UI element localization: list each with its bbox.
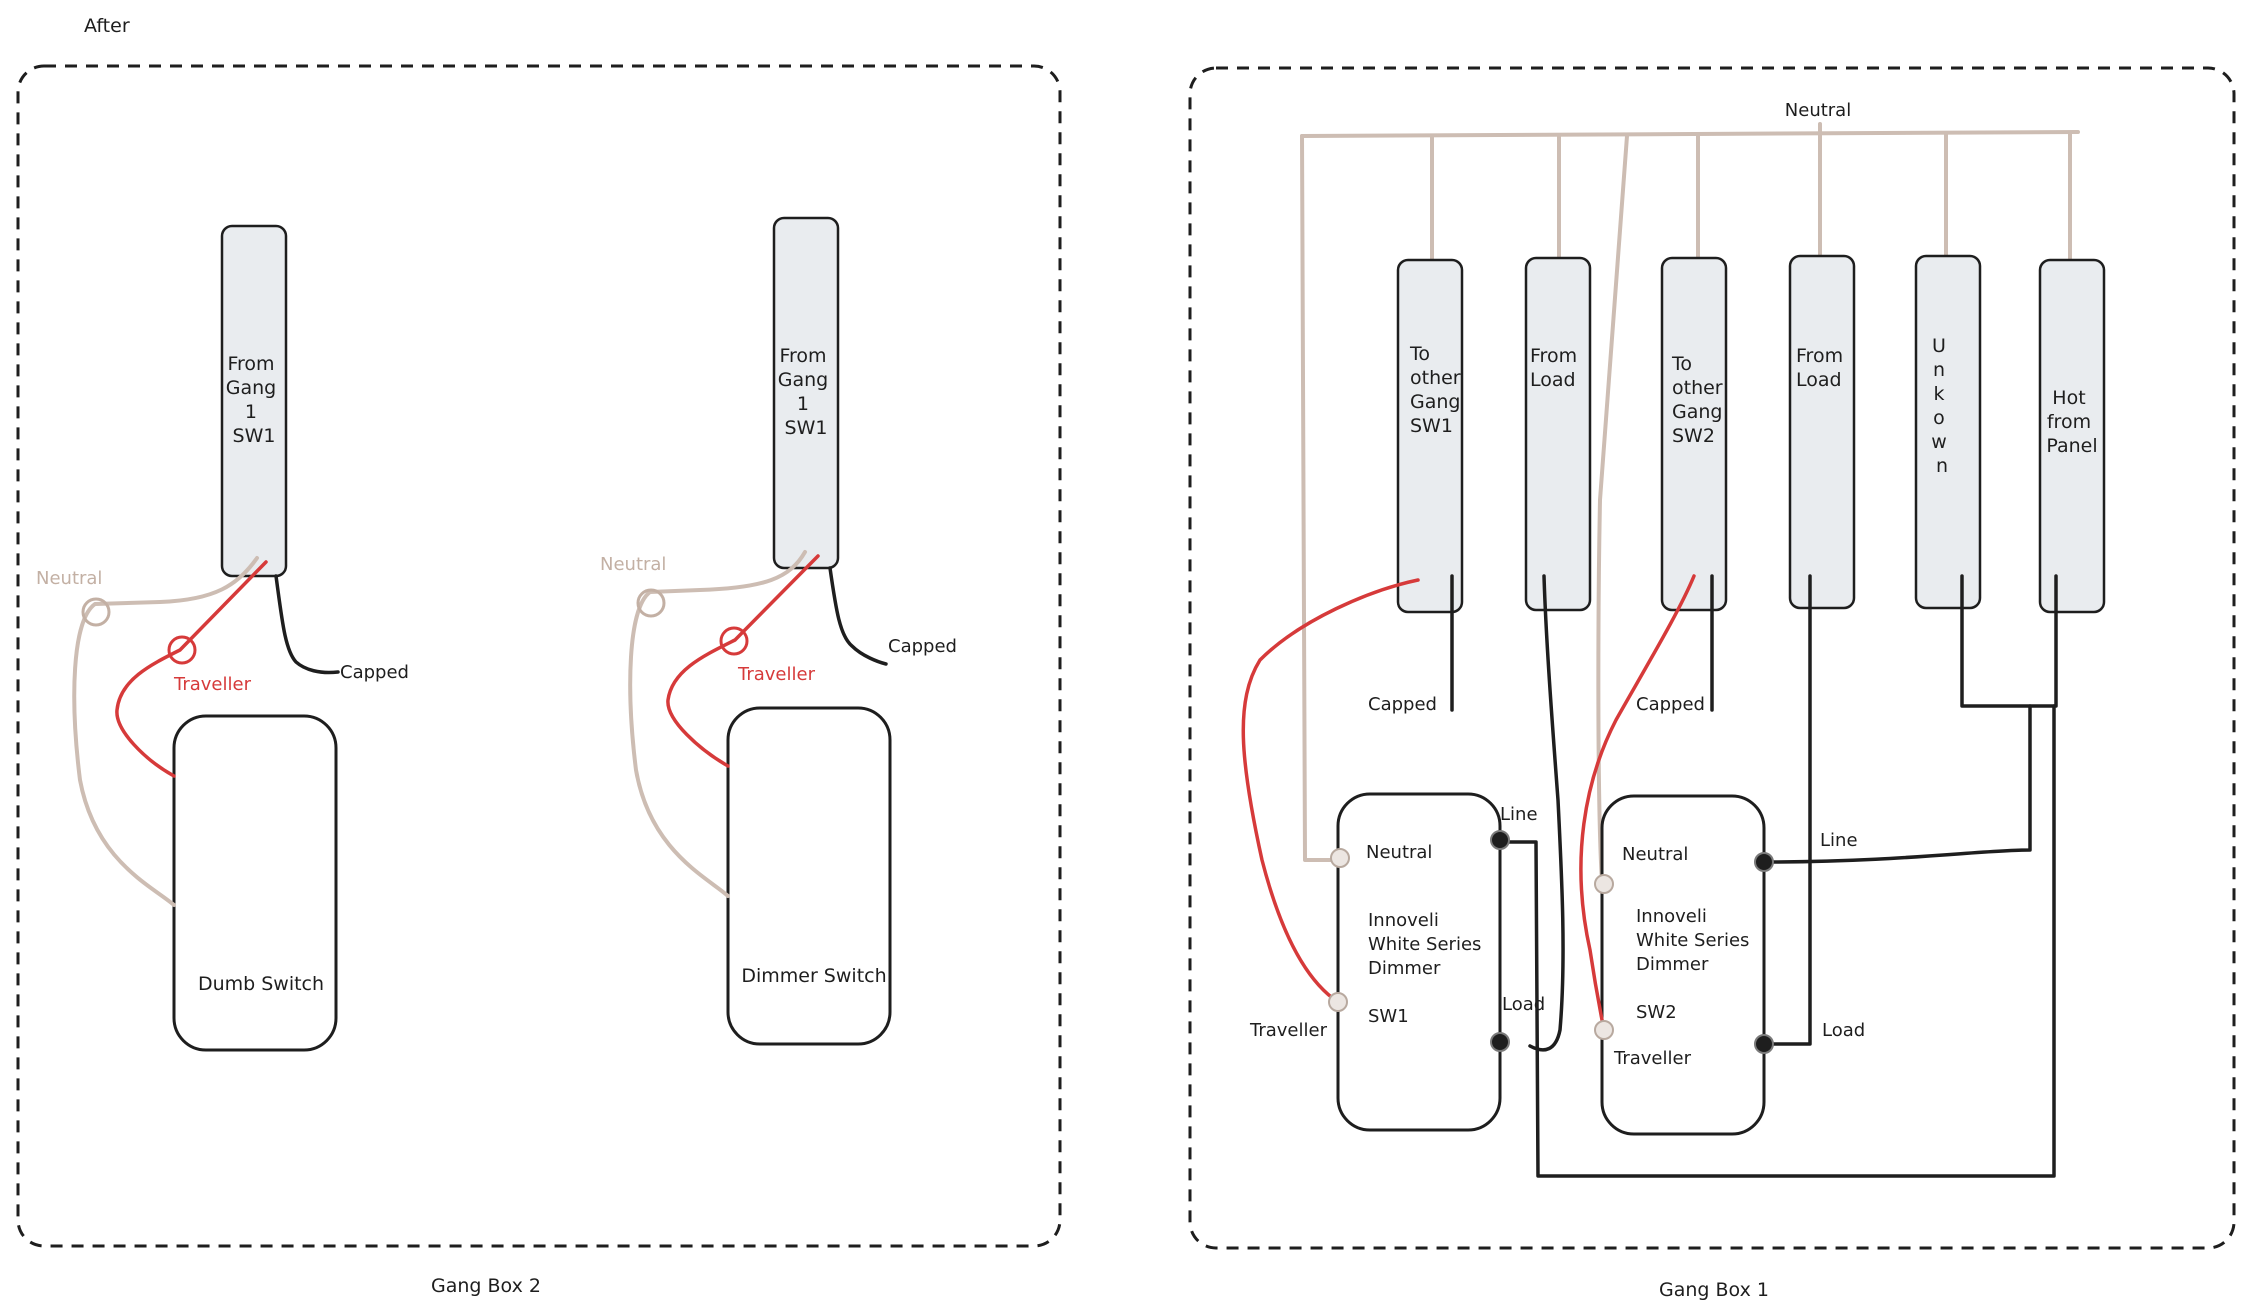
gb1-sw1-line-label: Line (1500, 804, 1538, 825)
gb1-sw2-title: Innoveli White Series Dimmer (1636, 906, 1755, 975)
gb2-right-capped-label: Capped (888, 636, 957, 657)
gb1-connector-label-1: To other Gang SW1 (1409, 343, 1467, 437)
gb2-left-neutral-splice (81, 597, 111, 627)
gb2-right-traveller-label: Traveller (737, 664, 816, 685)
gb1-sw2-line-wire (1762, 704, 2032, 864)
gb2-left-traveller-wire (115, 560, 268, 778)
gang-box-2: Gang Box 2 From Gang 1 SW1 Dumb Switch N… (16, 64, 1062, 1297)
gb1-connector-label-3: To other Gang SW2 (1671, 353, 1729, 447)
gb1-connector-label-5: U n k o w n (1931, 335, 1953, 477)
gb2-left-assembly: From Gang 1 SW1 Dumb Switch Neutral Trav… (36, 224, 409, 1052)
gb1-sw2-traveller-label: Traveller (1613, 1048, 1692, 1069)
gb1-neutral-to-sw1 (1300, 134, 1342, 862)
gb2-right-capped-wire (828, 566, 888, 666)
gb2-right-traveller-splice (719, 626, 749, 656)
gb1-sw2-body (1600, 794, 1766, 1136)
gb1-sw2-traveller-terminal (1594, 1020, 1614, 1040)
gb2-right-switch-label: Dimmer Switch (741, 965, 886, 987)
gb2-left-capped-label: Capped (340, 662, 409, 683)
gb2-right-traveller-wire (666, 554, 820, 768)
gang-box-1-caption: Gang Box 1 (1659, 1279, 1769, 1301)
gb2-left-neutral-label: Neutral (36, 568, 102, 589)
gb2-left-connector-label: From Gang 1 SW1 (226, 353, 283, 447)
gb1-connector-to-other-gang-sw1 (1396, 258, 1464, 614)
gb1-connector-from-load-2 (1788, 254, 1856, 610)
gb2-right-neutral-splice (636, 588, 666, 618)
gb2-left-traveller-splice (167, 635, 197, 665)
gb1-connector-label-6: Hot from Panel (2046, 387, 2097, 457)
gb1-capped-label-1: Capped (1368, 694, 1437, 715)
gb1-connector-hot-from-panel (2038, 258, 2106, 614)
gb1-sw1-title: Innoveli White Series Dimmer (1368, 910, 1487, 979)
gb2-left-traveller-label: Traveller (173, 674, 252, 695)
gang-box-1-outline (1188, 66, 2236, 1250)
gb1-neutral-to-sw2 (1596, 134, 1629, 884)
gb1-capped-label-2: Capped (1636, 694, 1705, 715)
gb1-connector-from-load-1 (1524, 256, 1592, 612)
gb1-sw2: Neutral Innoveli White Series Dimmer SW2… (1600, 794, 1865, 1136)
gb1-connector-label-2: From Load (1530, 345, 1583, 391)
gang-box-2-outline (16, 64, 1062, 1248)
gb1-sw2-neutral-terminal (1594, 874, 1614, 894)
gb1-sw1-line-wire (1498, 704, 2056, 1178)
gang-box-2-caption: Gang Box 2 (431, 1275, 541, 1297)
gb1-sw1-body (1336, 792, 1502, 1132)
gb1-hot-splice-wire (1960, 574, 2058, 708)
gb1-connectors: To other Gang SW1 From Load To other Gan… (1396, 254, 2106, 614)
gb1-sw1-load-terminal (1490, 1032, 1510, 1052)
gb1-sw1-traveller-label: Traveller (1249, 1020, 1328, 1041)
gb2-left-capped-wire (274, 574, 340, 675)
gb1-connector-label-4: From Load (1796, 345, 1849, 391)
gb1-sw1-traveller-terminal (1328, 992, 1348, 1012)
gang-box-1: Gang Box 1 Neutral To other Gang SW1 (1188, 66, 2236, 1301)
gb1-neutral-bus-label: Neutral (1785, 100, 1851, 121)
gb1-connector-to-other-gang-sw2 (1660, 256, 1728, 612)
gb1-sw1-neutral-label: Neutral (1366, 842, 1432, 863)
gb1-terminals (1328, 830, 1774, 1054)
gb2-right-switch (726, 706, 892, 1046)
gb1-sw1-load-label: Load (1502, 994, 1545, 1015)
gb1-neutral-bus-wire (1300, 130, 2080, 138)
gb1-sw2-line-terminal (1754, 852, 1774, 872)
gb1-sw2-id: SW2 (1636, 1002, 1677, 1023)
gb1-sw2-load-wire (1762, 574, 1812, 1046)
gb1-sw2-traveller-wire (1579, 574, 1696, 1032)
gb1-sw1: Neutral Innoveli White Series Dimmer SW1… (1249, 792, 1545, 1132)
gb1-sw2-load-terminal (1754, 1034, 1774, 1054)
gb1-sw2-load-label: Load (1822, 1020, 1865, 1041)
gb1-sw2-line-label: Line (1820, 830, 1858, 851)
gb1-sw1-traveller-wire (1241, 578, 1420, 1004)
gb2-right-neutral-label: Neutral (600, 554, 666, 575)
gb1-sw1-id: SW1 (1368, 1006, 1409, 1027)
gb1-sw2-neutral-label: Neutral (1622, 844, 1688, 865)
gb1-sw1-neutral-terminal (1330, 848, 1350, 868)
gb2-left-switch (172, 714, 338, 1052)
gb2-right-assembly: From Gang 1 SW1 Dimmer Switch Neutral Tr… (600, 216, 957, 1046)
gb1-connector-unknown (1914, 254, 1982, 610)
gb2-right-neutral-wire (628, 550, 807, 898)
gb2-left-switch-label: Dumb Switch (198, 973, 324, 995)
gb1-sw1-line-terminal (1490, 830, 1510, 850)
gb2-right-connector-label: From Gang 1 SW1 (778, 345, 835, 439)
gb1-sw1-load-wire (1528, 574, 1565, 1052)
gb2-left-neutral-wire (72, 556, 259, 907)
gb1-neutral-bus: Neutral (1300, 100, 2080, 884)
diagram-title: After (84, 15, 130, 37)
